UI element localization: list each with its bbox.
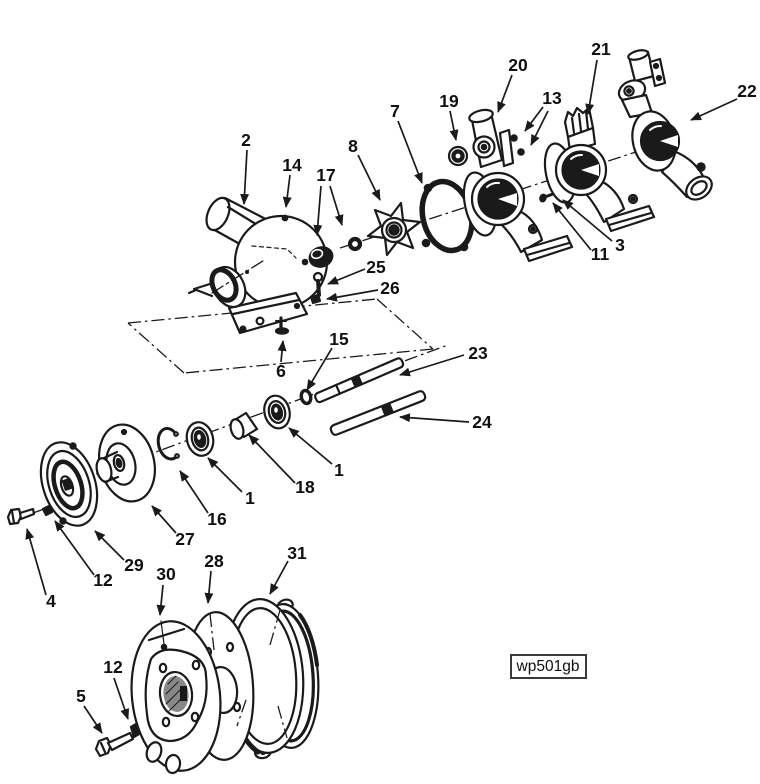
part-callout-17: 17	[316, 165, 335, 185]
pump-housing-body	[187, 196, 329, 335]
bolt-part-13b	[517, 148, 525, 156]
bolt-part-4	[6, 507, 36, 526]
part-callout-28: 28	[204, 551, 224, 571]
leader-6	[277, 340, 287, 363]
part-callout-30: 30	[156, 564, 176, 584]
bolt-part-13a	[510, 134, 518, 142]
leader-8	[357, 154, 381, 201]
part-callout-12-lower: 12	[103, 657, 123, 677]
part-callout-31: 31	[287, 543, 307, 563]
figure-code-box: wp501gb	[510, 654, 587, 679]
bolt-part-25	[312, 271, 324, 297]
leader-5	[83, 705, 103, 734]
part-callout-2: 2	[241, 130, 251, 150]
o-ring-part-17	[347, 236, 363, 252]
figure-code-label: wp501gb	[516, 658, 580, 675]
outlet-elbow-part-22	[617, 49, 713, 201]
leader-lines	[25, 59, 738, 734]
part-callout-29: 29	[124, 555, 144, 575]
leader-13b	[530, 110, 549, 146]
part-callout-15: 15	[329, 329, 349, 349]
bolt-part-11	[539, 192, 556, 203]
leader-13a	[524, 106, 544, 132]
leader-22	[690, 98, 738, 121]
leader-4	[25, 528, 47, 596]
part-callout-11: 11	[591, 244, 610, 264]
leader-30	[156, 584, 166, 616]
housing-part-21	[543, 106, 656, 233]
leader-25	[327, 268, 366, 285]
snap-ring-part-16	[156, 426, 180, 461]
part-callout-1-right: 1	[334, 460, 344, 480]
leader-15	[306, 347, 333, 391]
part-callout-25: 25	[366, 257, 386, 277]
part-callout-14: 14	[282, 155, 302, 175]
seal-part-19	[447, 145, 469, 167]
part-callout-22: 22	[737, 81, 757, 101]
part-callout-7: 7	[390, 101, 400, 121]
nut-part-26	[309, 293, 322, 305]
leader-21	[585, 59, 598, 115]
part-callout-18: 18	[295, 477, 315, 497]
part-callout-21: 21	[591, 39, 611, 59]
leader-11	[552, 202, 592, 251]
leader-16	[179, 470, 209, 514]
leader-19	[449, 110, 459, 141]
housing-part-20	[462, 108, 574, 263]
leader-26	[326, 289, 379, 302]
leader-3	[562, 199, 613, 242]
pulley-flange-part-29	[39, 441, 99, 527]
part-callout-5: 5	[76, 686, 86, 706]
spacer-part-18	[229, 411, 259, 440]
leader-23	[399, 354, 465, 377]
part-callout-3: 3	[615, 235, 625, 255]
shaft-part-23	[314, 357, 405, 404]
leader-12-lower	[113, 677, 130, 720]
part-callout-12-upper: 12	[93, 570, 113, 590]
leader-14	[282, 174, 292, 208]
pulley-face-centerlines	[209, 609, 288, 739]
leader-28	[204, 570, 214, 604]
part-callout-16: 16	[207, 509, 227, 529]
bearing-part-1-rear	[185, 421, 215, 457]
hub-flange-part-30	[130, 620, 222, 775]
leader-7	[397, 120, 423, 184]
part-callout-19: 19	[439, 91, 459, 111]
part-callout-4: 4	[46, 591, 56, 611]
washer-part-12-upper	[41, 504, 54, 517]
part-callout-13: 13	[542, 88, 562, 108]
impeller-part-8	[366, 201, 422, 257]
stud-part-6	[274, 316, 290, 335]
part-callout-26: 26	[380, 278, 400, 298]
part-callout-23: 23	[468, 343, 488, 363]
leader-2	[240, 149, 250, 205]
part-callouts: 2 14 17 8 7 19 20 13 21 22 3 11 25 26 6 …	[46, 39, 757, 706]
leader-31	[269, 560, 289, 595]
bolt-part-5	[94, 731, 135, 758]
leader-18	[248, 434, 296, 484]
leader-17b	[329, 185, 344, 226]
plug-part-17	[308, 246, 334, 268]
hub-flange-part-27	[95, 423, 156, 503]
part-callout-20: 20	[508, 55, 528, 75]
shaft-part-24	[329, 390, 427, 436]
part-callout-27: 27	[175, 529, 194, 549]
leader-20	[497, 74, 513, 113]
washer-part-15	[299, 388, 313, 406]
leader-1-left	[207, 457, 243, 493]
leader-27	[151, 505, 177, 534]
part-callout-6: 6	[276, 361, 286, 381]
part-callout-8: 8	[348, 136, 358, 156]
leader-24	[399, 413, 470, 423]
bearing-part-1-front	[263, 394, 291, 430]
leader-17a	[313, 185, 323, 236]
leader-12-upper	[54, 520, 95, 576]
washer-part-12-lower	[129, 722, 141, 739]
leader-29	[94, 530, 125, 561]
part-callout-1-left: 1	[245, 488, 255, 508]
part-callout-24: 24	[472, 412, 492, 432]
leader-1-right	[288, 427, 333, 465]
